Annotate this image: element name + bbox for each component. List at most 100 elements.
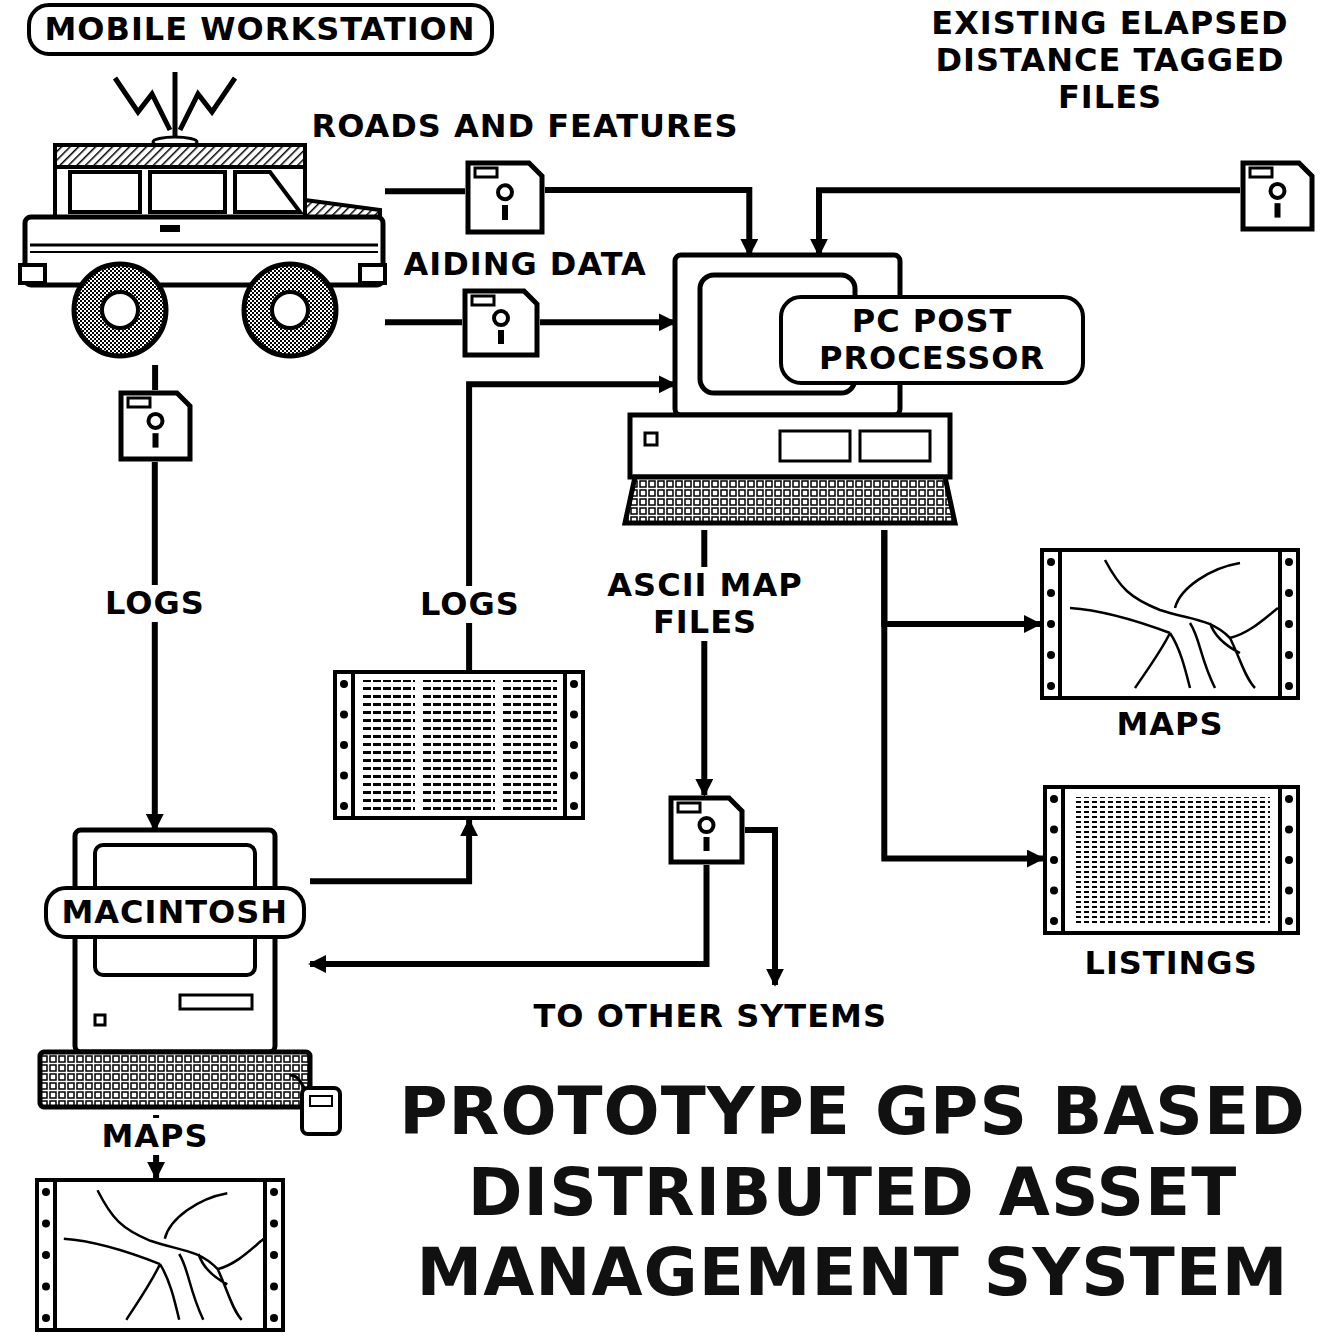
drawing-path (468, 163, 542, 232)
node-label: LISTINGS (1085, 945, 1258, 982)
map-printout-drawing (35, 1178, 285, 1332)
drawing-circle (42, 1314, 50, 1322)
map-printout: MAPS (1040, 548, 1300, 700)
drawing-line (1061, 787, 1065, 933)
node-title-box: PC POST PROCESSOR (779, 295, 1085, 385)
drawing-circle (1285, 620, 1293, 628)
floppy-disk: LOGS (118, 390, 193, 462)
drawing-circle (42, 1220, 50, 1228)
connector-arrow (152, 365, 158, 390)
drawing-circle (1285, 917, 1293, 925)
drawing-rect (630, 415, 950, 477)
drawing-line (30, 244, 378, 247)
node-label: LOGS (100, 585, 210, 622)
drawing-circle (1285, 887, 1293, 895)
drawing-rect (55, 145, 305, 167)
drawing-circle (1050, 887, 1058, 895)
free-label: TO OTHER SYTEMS (534, 998, 887, 1035)
log-printout: LOGS (333, 670, 585, 820)
floppy-disk: ROADS AND FEATURES (465, 160, 545, 235)
node-title-box: MOBILE WORKSTATION (27, 3, 494, 56)
drawing-rect (860, 431, 930, 461)
listing-printout: LISTINGS (1043, 785, 1300, 935)
drawing-rect (502, 205, 508, 220)
drawing-rect (25, 217, 383, 285)
drawing-line (563, 672, 567, 818)
drawing-circle (270, 1251, 278, 1259)
connector-arrow (385, 319, 462, 325)
drawing-circle (1285, 682, 1293, 690)
drawing-circle (1047, 589, 1055, 597)
drawing-circle (340, 711, 348, 719)
drawing-circle (340, 680, 348, 688)
pc-computer: PC POST PROCESSOR (675, 255, 900, 530)
floppy-disk: ASCII MAP FILES (668, 795, 745, 865)
drawing-rect (1073, 797, 1270, 923)
floppy-disk-drawing (462, 288, 540, 358)
drawing-circle (1285, 651, 1293, 659)
drawing-circle (340, 772, 348, 780)
drawing-rect (421, 680, 495, 810)
macintosh-computer-drawing (40, 830, 310, 1115)
drawing-rect (472, 296, 494, 305)
drawing-rect (302, 1088, 340, 1134)
floppy-disk: EXISTING ELAPSED DISTANCE TAGGED FILES (1240, 160, 1315, 232)
drawing-circle (42, 1188, 50, 1196)
drawing-circle (244, 264, 336, 356)
drawing-circle (1285, 558, 1293, 566)
drawing-circle (570, 772, 578, 780)
drawing-circle (270, 1188, 278, 1196)
drawing-circle (1271, 184, 1285, 198)
log-printout-drawing (333, 670, 585, 820)
drawing-line (351, 672, 355, 818)
drawing-rect (150, 172, 225, 212)
drawing-rect (128, 398, 150, 407)
drawing-rect (40, 1052, 310, 1107)
drawing-rect (37, 1180, 283, 1330)
floppy-disk-drawing (668, 795, 745, 865)
drawing-rect (20, 265, 45, 283)
drawing-rect (55, 167, 305, 217)
drawing-rect (475, 168, 497, 177)
drawing-circle (270, 1283, 278, 1291)
drawing-circle (1050, 856, 1058, 864)
drawing-circle (700, 818, 714, 832)
drawing-line (263, 1180, 267, 1330)
drawing-circle (340, 741, 348, 749)
drawing-rect (95, 1015, 105, 1025)
connector-arrow (540, 319, 675, 325)
drawing-path (1070, 560, 1278, 688)
drawing-path (465, 291, 537, 355)
drawing-rect (1250, 168, 1272, 177)
drawing-circle (570, 711, 578, 719)
drawing-rect (678, 803, 700, 812)
drawing-path (1243, 163, 1312, 229)
drawing-rect (153, 433, 159, 447)
drawing-circle (498, 185, 512, 199)
floppy-disk: AIDING DATA (462, 288, 540, 358)
node-label: AIDING DATA (404, 246, 647, 283)
node-title-box: MACINTOSH (44, 886, 307, 939)
drawing-circle (570, 802, 578, 810)
connector-arrow (884, 530, 1040, 624)
map-printout-drawing (1040, 548, 1300, 700)
drawing-rect (160, 225, 180, 232)
floppy-disk-drawing (1240, 160, 1315, 232)
drawing-path (235, 172, 300, 212)
drawing-line (30, 251, 378, 253)
listing-printout-drawing (1043, 785, 1300, 935)
drawing-line (1278, 787, 1282, 933)
drawing-circle (272, 292, 308, 328)
drawing-circle (1050, 826, 1058, 834)
drawing-rect (75, 830, 275, 1052)
drawing-rect (1045, 787, 1298, 933)
drawing-circle (42, 1283, 50, 1291)
drawing-circle (570, 741, 578, 749)
drawing-rect (645, 433, 657, 445)
drawing-rect (70, 172, 140, 212)
drawing-circle (1047, 651, 1055, 659)
node-label: ASCII MAP FILES (575, 567, 835, 641)
drawing-circle (102, 292, 138, 328)
drawing-rect (335, 672, 583, 818)
floppy-disk-drawing (118, 390, 193, 462)
